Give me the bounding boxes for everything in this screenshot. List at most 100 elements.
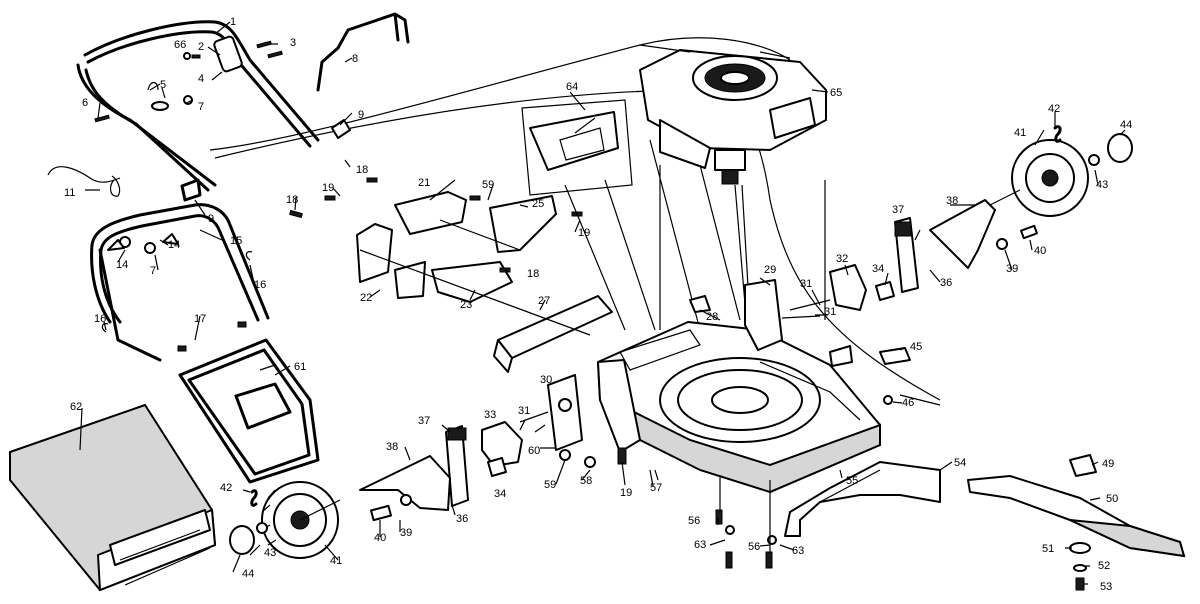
right-wheel-assembly (689, 125, 1133, 351)
shield (521, 99, 633, 196)
callout-38b: 38 (386, 441, 398, 453)
callout-16a: 16 (254, 279, 266, 291)
callout-34b: 34 (494, 488, 506, 500)
bracket-45 (879, 347, 911, 365)
callout-63a: 63 (694, 539, 706, 551)
callout-41b: 41 (330, 555, 342, 567)
callout-4: 4 (198, 73, 204, 85)
callout-31a: 31 (800, 278, 812, 290)
callout-17: 17 (194, 313, 206, 325)
callout-59a: 59 (482, 179, 494, 191)
callout-43a: 43 (1096, 179, 1108, 191)
callout-42b: 42 (220, 482, 232, 494)
handle-spring (180, 178, 202, 202)
callout-56a: 56 (688, 515, 700, 527)
callout-37b: 37 (418, 415, 430, 427)
callout-28: 28 (706, 311, 718, 323)
blade-hardware (1069, 454, 1097, 591)
mower-deck (597, 321, 881, 494)
left-wheel-assembly (229, 374, 627, 559)
engine (639, 44, 827, 185)
leader-lines (79, 21, 1126, 585)
callout-31b: 31 (824, 306, 836, 318)
callout-7b: 7 (150, 265, 156, 277)
callout-38a: 38 (946, 195, 958, 207)
callout-3: 3 (290, 37, 296, 49)
callout-52: 52 (1098, 560, 1110, 572)
baffle-25 (489, 195, 557, 253)
callout-57: 57 (650, 482, 662, 494)
callout-6: 6 (82, 97, 88, 109)
spring-42b (1053, 125, 1062, 143)
callout-36b: 36 (456, 513, 468, 525)
nut-34 (487, 457, 507, 477)
callout-16b: 16 (94, 313, 106, 325)
callout-42a: 42 (1048, 103, 1060, 115)
callout-51: 51 (1042, 543, 1054, 555)
callout-14b: 14 (168, 239, 180, 251)
hub-cap-44 (229, 525, 255, 555)
callout-45: 45 (910, 341, 922, 353)
callout-44b: 44 (242, 568, 254, 580)
callout-61: 61 (294, 361, 306, 373)
callout-27: 27 (538, 295, 550, 307)
grass-bag (9, 403, 217, 592)
callout-62: 62 (70, 401, 82, 413)
axle-bracket-38b (929, 199, 996, 269)
callout-40b: 40 (374, 532, 386, 544)
handle-bail-bracket (213, 35, 243, 73)
callout-53: 53 (1100, 581, 1112, 593)
callout-2: 2 (198, 41, 204, 53)
axle-bracket-38 (359, 455, 451, 511)
control-bail (316, 12, 410, 92)
callout-41a: 41 (1014, 127, 1026, 139)
blade (967, 475, 1186, 558)
callout-5: 5 (160, 79, 166, 91)
callout-18c: 18 (527, 268, 539, 280)
bail-clip (331, 119, 351, 139)
callout-31c: 31 (518, 405, 530, 417)
callout-64: 64 (566, 81, 578, 93)
adapter-49 (1069, 454, 1097, 477)
callout-50: 50 (1106, 493, 1118, 505)
height-adjuster-30 (547, 374, 583, 451)
callout-66: 66 (174, 39, 186, 51)
callout-8: 8 (352, 53, 358, 65)
callout-32: 32 (836, 253, 848, 265)
callout-23: 23 (460, 299, 472, 311)
spring-42 (250, 489, 258, 507)
deck-brackets (289, 177, 613, 373)
callout-9b: 9 (208, 213, 214, 225)
callout-39a: 39 (1006, 263, 1018, 275)
callout-49: 49 (1102, 458, 1114, 470)
callout-22: 22 (360, 292, 372, 304)
hub-cap-44b (1107, 133, 1133, 163)
callout-39b: 39 (400, 527, 412, 539)
blade-adapter (784, 461, 941, 537)
grass-bag-frame (178, 338, 320, 484)
callout-9a: 9 (358, 109, 364, 121)
callout-1: 1 (230, 16, 236, 28)
callout-58: 58 (580, 475, 592, 487)
callout-60: 60 (528, 445, 540, 457)
callout-18b: 18 (286, 194, 298, 206)
callout-33: 33 (484, 409, 496, 421)
deck-hardware-right (829, 345, 941, 406)
lower-handle-hardware (101, 233, 253, 352)
rear-skirt-27 (497, 295, 613, 359)
callout-labels: 1 2 3 4 5 6 7 7 8 9 9 11 14 14 15 16 16 … (64, 16, 1132, 593)
callout-37a: 37 (892, 204, 904, 216)
deck-bottom-hardware (715, 475, 777, 569)
height-adjuster-29 (744, 279, 783, 351)
callout-19c: 19 (620, 487, 632, 499)
callout-54: 54 (954, 457, 966, 469)
callout-30: 30 (540, 374, 552, 386)
bracket-21 (394, 191, 467, 235)
assembly-lines (564, 139, 826, 341)
callout-34a: 34 (872, 263, 884, 275)
callout-7a: 7 (198, 101, 204, 113)
callout-46: 46 (902, 397, 914, 409)
bracket-22 (356, 223, 393, 283)
callout-63b: 63 (792, 545, 804, 557)
callout-11: 11 (64, 187, 75, 199)
